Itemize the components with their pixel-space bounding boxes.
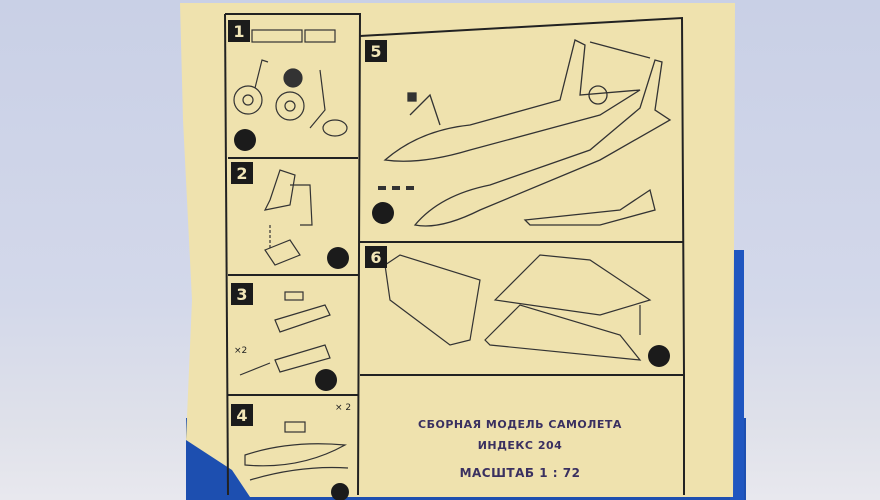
quantity-multiplier-short: ×2 bbox=[234, 346, 248, 356]
fuel-tank-drawing bbox=[239, 291, 331, 376]
kit-title: СБОРНАЯ МОДЕЛЬ САМОЛЕТА bbox=[418, 418, 622, 431]
wing-drawing bbox=[384, 254, 652, 361]
step-2-label: 2 bbox=[231, 162, 253, 184]
drop-tank-drawing bbox=[244, 421, 349, 481]
aircraft-drawing bbox=[378, 39, 672, 227]
step-6-label: 6 bbox=[365, 246, 387, 268]
cement-icons bbox=[234, 129, 670, 500]
landing-gear-drawing bbox=[233, 29, 348, 137]
kit-title-block: СБОРНАЯ МОДЕЛЬ САМОЛЕТА ИНДЕКС 204 МАСШТ… bbox=[400, 418, 640, 488]
step-1-label: 1 bbox=[228, 20, 250, 42]
step-4-label: 4 bbox=[231, 404, 253, 426]
quantity-multiplier: × 2 bbox=[335, 403, 352, 413]
kit-index: ИНДЕКС 204 bbox=[477, 439, 563, 452]
step-3-label: 3 bbox=[231, 283, 253, 305]
step-5-label: 5 bbox=[365, 40, 387, 62]
seat-drawing bbox=[263, 169, 313, 266]
kit-scale: МАСШТАБ 1 : 72 bbox=[459, 466, 581, 480]
panel-borders bbox=[224, 13, 686, 496]
